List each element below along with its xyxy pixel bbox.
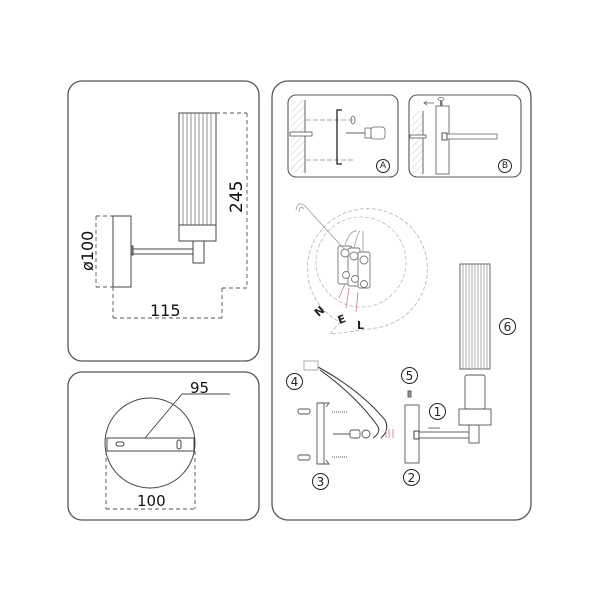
detail-a <box>287 94 399 178</box>
projection-dimension-label: 115 <box>150 301 181 320</box>
step-1-badge: 1 <box>429 403 446 420</box>
wire-leads <box>303 360 394 439</box>
detail-a-badge: A <box>376 159 390 173</box>
detail-b <box>408 94 522 178</box>
wiring-callout <box>295 203 428 335</box>
diameter-dimension-label: ø100 <box>78 230 97 271</box>
mount-plate-view <box>104 393 230 489</box>
step-5-badge: 5 <box>401 367 418 384</box>
step-3-badge: 3 <box>312 473 329 490</box>
wire-label-live: L <box>357 319 365 332</box>
step-4-badge: 4 <box>286 373 303 390</box>
detail-b-badge: B <box>498 159 512 173</box>
dimension-lines <box>95 112 248 319</box>
lamp-side-view <box>112 112 217 288</box>
height-dimension-label: 245 <box>227 180 247 213</box>
width-dimension-label: 100 <box>137 492 166 510</box>
bracket-and-fixings <box>297 402 371 465</box>
mount-panel <box>67 371 260 521</box>
dimensions-panel <box>67 80 260 362</box>
step-6-badge: 6 <box>499 318 516 335</box>
step-2-badge: 2 <box>403 469 420 486</box>
plate-dimension-label: 95 <box>190 379 210 397</box>
installation-panel <box>271 80 532 521</box>
assembled-lamp <box>404 263 492 464</box>
mount-dimension-lines <box>105 451 196 510</box>
